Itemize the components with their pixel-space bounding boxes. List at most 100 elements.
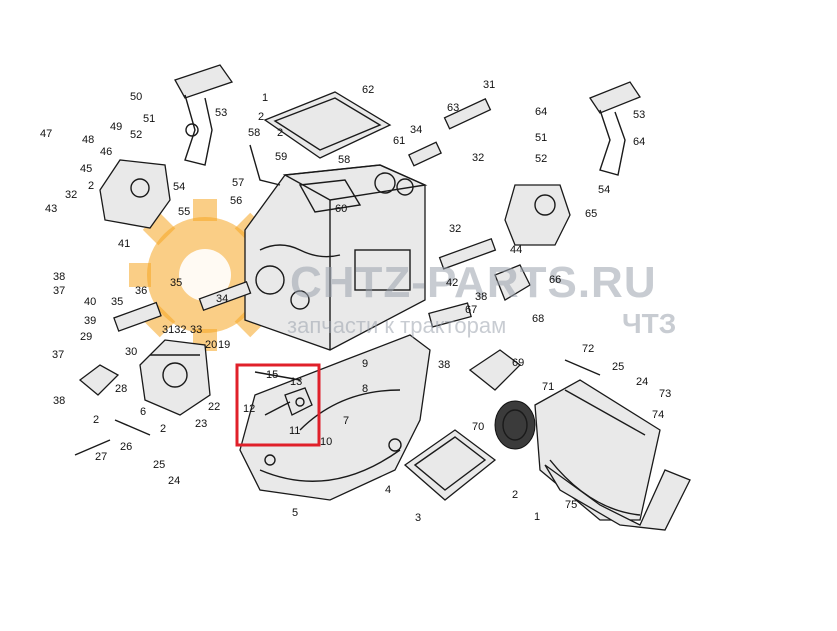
gearbox-housing (244, 164, 428, 351)
lever-assemblies (78, 264, 531, 396)
callout-32a: 32 (472, 152, 484, 164)
callout-9: 9 (362, 358, 368, 370)
callout-2c: 2 (88, 180, 94, 192)
callout-33: 33 (190, 324, 202, 336)
callout-1b: 1 (534, 511, 540, 523)
inspection-cover (403, 429, 497, 501)
callout-37b: 37 (52, 349, 64, 361)
callout-48: 48 (82, 134, 94, 146)
callout-49: 49 (110, 121, 122, 133)
callout-38a: 38 (53, 271, 65, 283)
callout-2b: 2 (277, 127, 283, 139)
callout-46: 46 (100, 146, 112, 158)
callout-32c: 32 (449, 223, 461, 235)
misc-shafts (74, 97, 601, 456)
callout-30: 30 (125, 346, 137, 358)
callout-56: 56 (230, 195, 242, 207)
callout-64a: 64 (535, 106, 547, 118)
callout-37a: 37 (53, 285, 65, 297)
watermark-tagline: запчасти к тракторам (287, 313, 506, 338)
left-clutch-pedal (174, 64, 234, 166)
callout-53a: 53 (215, 107, 227, 119)
callout-65: 65 (585, 208, 597, 220)
callout-22: 22 (208, 401, 220, 413)
callout-72: 72 (582, 343, 594, 355)
callout-74: 74 (652, 409, 664, 421)
callout-60: 60 (335, 203, 347, 215)
callout-66: 66 (549, 274, 561, 286)
callout-20: 20 (205, 339, 217, 351)
callout-75: 75 (565, 499, 577, 511)
callout-3132: 3132 (162, 324, 186, 336)
callout-54a: 54 (173, 181, 185, 193)
callout-44: 44 (510, 244, 522, 256)
bell-housing (239, 334, 431, 501)
callout-51a: 51 (143, 113, 155, 125)
callout-73: 73 (659, 388, 671, 400)
callout-5: 5 (292, 507, 298, 519)
left-bracket (99, 159, 171, 229)
top-cover-plate (263, 91, 392, 159)
callout-52a: 52 (130, 129, 142, 141)
callout-25b: 25 (153, 459, 165, 471)
right-bracket (504, 184, 571, 246)
callout-2a: 2 (258, 111, 264, 123)
callout-61: 61 (393, 135, 405, 147)
callout-2f: 2 (512, 489, 518, 501)
callout-54b: 54 (598, 184, 610, 196)
callout-29: 29 (80, 331, 92, 343)
callout-35a: 35 (170, 277, 182, 289)
callout-71: 71 (542, 381, 554, 393)
callout-28: 28 (115, 383, 127, 395)
callout-59: 59 (275, 151, 287, 163)
callout-57: 57 (232, 177, 244, 189)
highlighted-parts-group[interactable] (235, 363, 321, 447)
callout-64b: 64 (633, 136, 645, 148)
callout-11: 11 (289, 425, 300, 437)
callout-50: 50 (130, 91, 142, 103)
callout-4: 4 (385, 484, 391, 496)
watermark-site: CHTZ-PARTS.RU (290, 258, 657, 307)
callout-52b: 52 (535, 153, 547, 165)
callout-40: 40 (84, 296, 96, 308)
callout-8: 8 (362, 383, 368, 395)
callout-39: 39 (84, 315, 96, 327)
callout-34a: 34 (410, 124, 422, 136)
callout-32b: 32 (65, 189, 77, 201)
callout-23: 23 (195, 418, 207, 430)
callout-25a: 25 (612, 361, 624, 373)
callout-6: 6 (140, 406, 146, 418)
callout-38d: 38 (53, 395, 65, 407)
callout-70: 70 (472, 421, 484, 433)
hydraulic-pump (139, 339, 211, 416)
callout-2d: 2 (93, 414, 99, 426)
callout-24b: 24 (168, 475, 180, 487)
callout-1a: 1 (262, 92, 268, 104)
callout-67: 67 (465, 304, 477, 316)
callout-27: 27 (95, 451, 107, 463)
callout-45: 45 (80, 163, 92, 175)
callout-24a: 24 (636, 376, 648, 388)
callout-47: 47 (40, 128, 52, 140)
callout-41: 41 (118, 238, 130, 250)
callout-31: 31 (483, 79, 495, 91)
watermark-gear-icon (129, 199, 281, 351)
callout-34b: 34 (216, 293, 228, 305)
callout-58b: 58 (338, 154, 350, 166)
right-brake-pedal (589, 81, 641, 176)
callout-36: 36 (135, 285, 147, 297)
callout-38b: 38 (475, 291, 487, 303)
callout-62: 62 (362, 84, 374, 96)
callout-69: 69 (512, 357, 524, 369)
callout-53b: 53 (633, 109, 645, 121)
callout-13: 13 (290, 376, 302, 388)
callout-7: 7 (343, 415, 349, 427)
callout-38c: 38 (438, 359, 450, 371)
callout-19: 19 (218, 339, 230, 351)
callout-63: 63 (447, 102, 459, 114)
seal-ring (494, 400, 536, 450)
callout-15: 15 (266, 369, 278, 381)
callout-3: 3 (415, 512, 421, 524)
callout-10: 10 (320, 436, 332, 448)
